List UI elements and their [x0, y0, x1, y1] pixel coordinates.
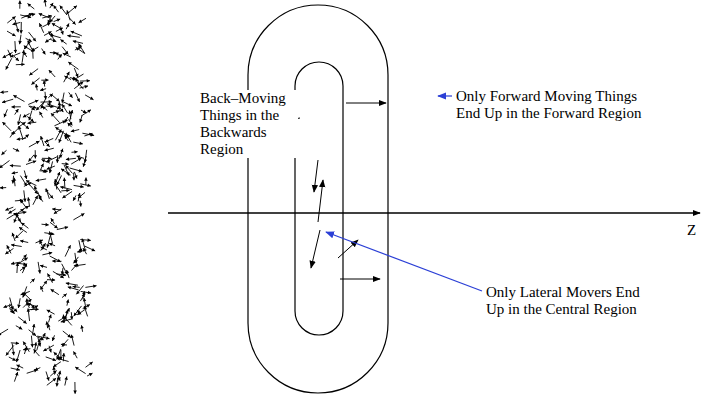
lateral-arrow: [314, 160, 318, 192]
region-note: Only Forward Moving Things End Up in the…: [455, 88, 657, 122]
axis-label: Z: [686, 222, 697, 239]
forward-arrow: [346, 103, 386, 104]
lateral-arrow: [311, 230, 320, 268]
leader-arrow: [438, 95, 452, 96]
region-note: Back–Moving Things in the Backwards Regi…: [199, 90, 298, 158]
forward-arrow: [340, 279, 380, 280]
region-note: Only Lateral Movers End Up in the Centra…: [485, 284, 655, 318]
particle-tracks: [0, 0, 96, 394]
z-axis: [168, 212, 700, 214]
inner-detector-outline: [295, 62, 343, 335]
particle-cloud: [0, 0, 96, 394]
outer-detector-outline: [248, 5, 388, 393]
particle-heads: [0, 0, 96, 394]
leader-arrow: [326, 232, 482, 291]
lateral-arrow: [318, 180, 323, 222]
